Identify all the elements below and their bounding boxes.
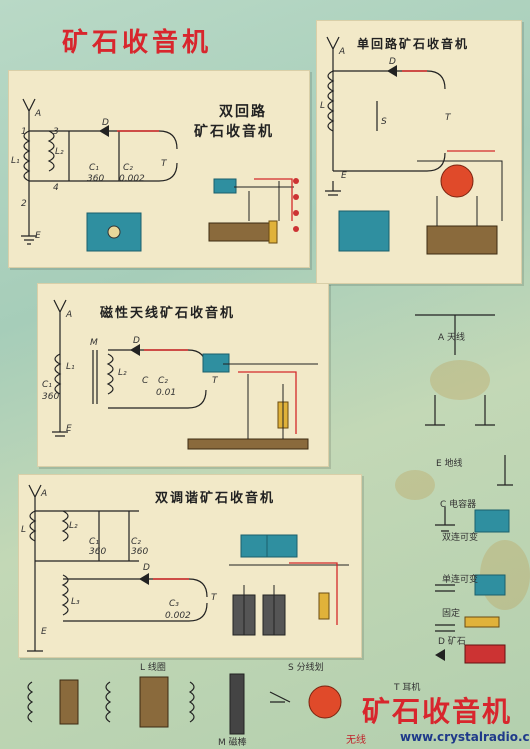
- label-c: C: [142, 376, 149, 386]
- label-a: A: [339, 47, 346, 57]
- legend-diode: D 矿石: [438, 637, 466, 647]
- label-l2: L₂: [55, 147, 64, 157]
- label-c2v: 360: [131, 547, 149, 557]
- legend-drawings: [415, 314, 513, 664]
- label-d: D: [389, 57, 396, 67]
- legend-antenna: A 天线: [438, 333, 466, 343]
- legend-coil: L 线圈: [140, 663, 166, 673]
- label-t: T: [212, 376, 218, 386]
- label-l: L: [320, 101, 326, 111]
- label-l3: L₃: [71, 597, 80, 607]
- label-c2v: 0.01: [156, 388, 177, 398]
- poster-title: 矿石收音机: [62, 28, 213, 58]
- double-loop-title-1: 双回路: [219, 104, 267, 120]
- magnetic-title: 磁性天线矿石收音机: [100, 306, 236, 321]
- label-e: E: [66, 424, 72, 434]
- double-tuned-diagram: [27, 484, 349, 652]
- label-l: L: [21, 525, 27, 535]
- double-loop-diagram: [21, 98, 299, 252]
- label-c2: C₂: [131, 537, 141, 547]
- label-a: A: [66, 310, 73, 320]
- label-d: D: [143, 563, 150, 573]
- label-n1: 1: [21, 127, 27, 137]
- legend-phone: T 耳机: [394, 683, 421, 693]
- legend-var-dual: 双连可变: [442, 533, 479, 543]
- label-c1: C₁: [89, 163, 99, 173]
- label-l1: L₁: [66, 362, 75, 372]
- label-e: E: [35, 231, 41, 241]
- label-e: E: [341, 171, 347, 181]
- label-c2v: 0.002: [119, 174, 145, 184]
- footer-title: 矿石收音机: [362, 695, 513, 728]
- component-strip: [27, 673, 342, 735]
- card-magnetic-antenna: 磁性天线矿石收音机 A M D L₁ L₂ C₁ 360 C₂ 0.01 C T…: [37, 283, 329, 467]
- label-c1: C₁: [42, 380, 52, 390]
- label-l2: L₂: [69, 521, 78, 531]
- card-single-loop: 单回路矿石收音机 A D L S T E: [316, 20, 522, 284]
- legend-capacitor: C 电容器: [440, 500, 477, 510]
- label-t: T: [445, 113, 451, 123]
- radio-box-icon-2: [338, 210, 390, 252]
- site-url[interactable]: www.crystalradio.cn: [400, 730, 530, 744]
- single-loop-diagram: [325, 36, 503, 255]
- label-t: T: [211, 593, 217, 603]
- label-l1: L₁: [11, 156, 20, 166]
- label-n4: 4: [53, 183, 59, 193]
- label-c2: C₂: [123, 163, 133, 173]
- double-tuned-title: 双调谐矿石收音机: [155, 491, 276, 506]
- label-c1: C₁: [89, 537, 99, 547]
- legend-switch: S 分线划: [288, 663, 324, 673]
- legend-var-single: 单连可变: [442, 575, 479, 585]
- label-d: D: [102, 118, 109, 128]
- label-t: T: [161, 159, 167, 169]
- label-d: D: [133, 336, 140, 346]
- label-c1v: 360: [89, 547, 107, 557]
- legend-fixed: 固定: [442, 609, 461, 619]
- single-loop-title: 单回路矿石收音机: [357, 37, 470, 51]
- label-l2: L₂: [118, 368, 127, 378]
- watermark-text: 无线: [346, 735, 366, 746]
- label-a: A: [41, 489, 48, 499]
- label-a: A: [35, 109, 42, 119]
- label-e: E: [41, 627, 47, 637]
- label-c1v: 360: [42, 392, 60, 402]
- label-s: S: [381, 117, 387, 127]
- card-double-loop: 双回路 矿石收音机 A D L₁ L₂ C₁ 360 C₂ 0.002 T E …: [8, 70, 310, 268]
- magnetic-diagram: [52, 299, 318, 450]
- label-c3: C₃: [169, 599, 179, 609]
- label-n3: 3: [53, 127, 59, 137]
- label-c3v: 0.002: [165, 611, 191, 621]
- legend-ground: E 地线: [436, 459, 463, 469]
- card-double-tuned: 双调谐矿石收音机 A L L₂ C₁ 360 C₂ 360 D L₃ C₃ 0.…: [18, 474, 362, 658]
- label-m: M: [90, 338, 98, 348]
- double-loop-title-2: 矿石收音机: [194, 124, 274, 140]
- label-c2: C₂: [158, 376, 168, 386]
- label-c1v: 360: [87, 174, 105, 184]
- legend-rod: M 磁棒: [218, 738, 247, 748]
- label-n2: 2: [21, 199, 27, 209]
